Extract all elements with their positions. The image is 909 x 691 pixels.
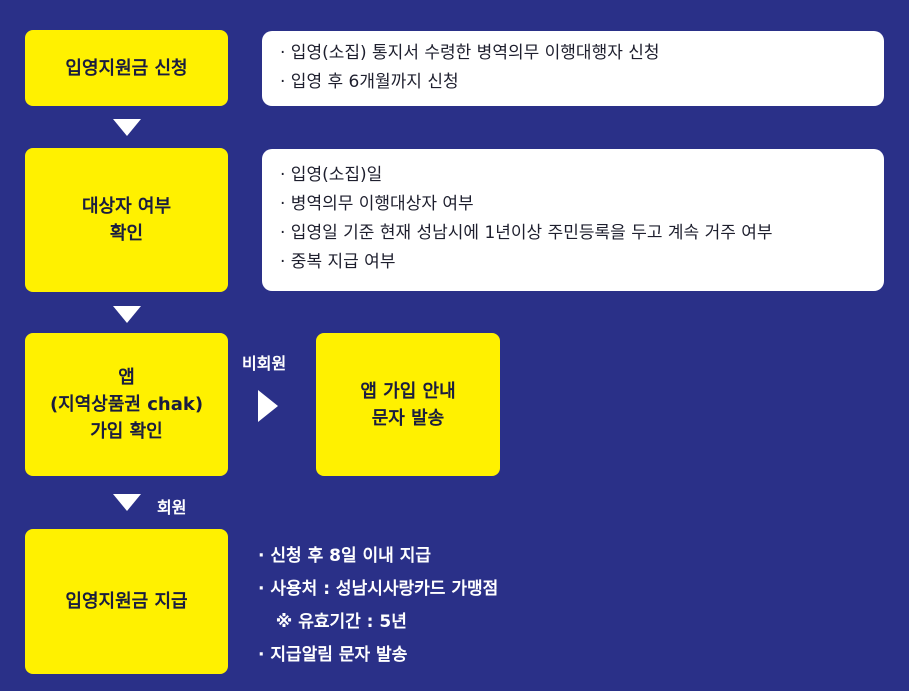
arrow-right-icon [258, 390, 278, 422]
arrow-down-icon [113, 494, 141, 511]
step-apply-label: 입영지원금 신청 [65, 57, 188, 79]
step-payment: 입영지원금 지급 [25, 529, 228, 674]
step-guide-line: 앱 가입 안내 [360, 380, 456, 402]
step-eligibility-line: 대상자 여부 [81, 196, 172, 217]
eligibility-info-line: · 병역의무 이행대상자 여부 [280, 194, 474, 214]
payment-info-line: · 사용처 : 성남시사랑카드 가맹점 [258, 579, 499, 599]
payment-info-line: ※ 유효기간 : 5년 [258, 612, 407, 632]
step-app-check-line: 앱 [118, 367, 135, 388]
step-eligibility-line: 확인 [109, 223, 144, 244]
payment-info: · 신청 후 8일 이내 지급 · 사용처 : 성남시사랑카드 가맹점 ※ 유효… [258, 540, 498, 672]
eligibility-info-line: · 중복 지급 여부 [280, 252, 396, 272]
step-payment-label: 입영지원금 지급 [65, 591, 188, 612]
apply-info-line: · 입영(소집) 통지서 수령한 병역의무 이행대행자 신청 [280, 43, 660, 63]
payment-info-line: · 지급알림 문자 발송 [258, 645, 408, 665]
apply-info-line: · 입영 후 6개월까지 신청 [280, 72, 459, 92]
step-eligibility: 대상자 여부 확인 [25, 148, 228, 292]
eligibility-info-box: · 입영(소집)일 · 병역의무 이행대상자 여부 · 입영일 기준 현재 성남… [262, 149, 884, 291]
step-app-check-line: (지역상품권 chak) [49, 394, 204, 415]
apply-info-box: · 입영(소집) 통지서 수령한 병역의무 이행대행자 신청 · 입영 후 6개… [262, 31, 884, 106]
step-app-check-line: 가입 확인 [90, 421, 163, 442]
eligibility-info-line: · 입영일 기준 현재 성남시에 1년이상 주민등록을 두고 계속 거주 여부 [280, 223, 773, 243]
step-app-check: 앱 (지역상품권 chak) 가입 확인 [25, 333, 228, 476]
arrow-down-icon [113, 306, 141, 323]
non-member-label: 비회원 [242, 354, 287, 373]
step-guide-line: 문자 발송 [371, 407, 445, 429]
step-apply: 입영지원금 신청 [25, 30, 228, 106]
member-label: 회원 [157, 498, 187, 517]
payment-info-line: · 신청 후 8일 이내 지급 [258, 546, 431, 566]
arrow-down-icon [113, 119, 141, 136]
step-guide: 앱 가입 안내 문자 발송 [316, 333, 500, 476]
eligibility-info-line: · 입영(소집)일 [280, 165, 383, 185]
